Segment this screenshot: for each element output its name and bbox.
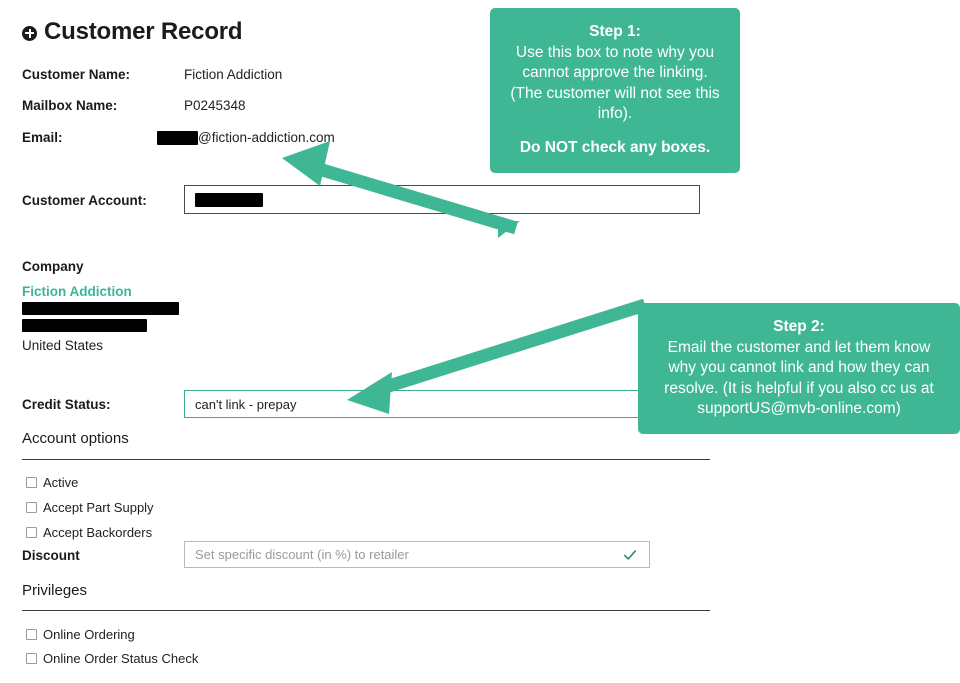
- customer-name-value: Fiction Addiction: [184, 67, 283, 82]
- callout-step-2-title: Step 2:: [773, 318, 825, 335]
- callout-step-2: Step 2: Email the customer and let them …: [638, 303, 960, 435]
- discount-placeholder: Set specific discount (in %) to retailer: [195, 547, 409, 562]
- checkbox-row-online-ordering[interactable]: Online Ordering: [26, 627, 135, 642]
- callout-step-1-emphasis: Do NOT check any boxes.: [519, 139, 711, 157]
- page-title-text: Customer Record: [44, 18, 243, 45]
- credit-status-label: Credit Status:: [22, 397, 111, 412]
- customer-account-label: Customer Account:: [22, 193, 147, 208]
- customer-account-redaction-bar: [195, 192, 263, 207]
- credit-status-input[interactable]: can't link - prepay: [184, 390, 700, 418]
- account-options-heading: Account options: [22, 430, 129, 447]
- company-address-redaction-bar-2: [22, 319, 147, 332]
- customer-name-label: Customer Name:: [22, 67, 131, 82]
- checkbox-accept-backorders-label: Accept Backorders: [43, 525, 153, 540]
- checkbox-online-order-status-check-label: Online Order Status Check: [43, 651, 199, 666]
- privileges-heading: Privileges: [22, 582, 88, 599]
- checkbox-online-order-status-check[interactable]: [26, 653, 37, 664]
- checkbox-active-label: Active: [43, 475, 79, 490]
- credit-status-value: can't link - prepay: [195, 396, 297, 412]
- company-name: Fiction Addiction: [22, 284, 132, 299]
- company-country: United States: [22, 338, 104, 353]
- email-value: @fiction-addiction.com: [157, 130, 335, 146]
- mailbox-name-value: P0245348: [184, 98, 246, 113]
- page-title: Customer Record: [22, 18, 243, 46]
- checkbox-row-online-order-status-check[interactable]: Online Order Status Check: [26, 651, 198, 666]
- callout-step-1: Step 1: Use this box to note why you can…: [490, 8, 740, 173]
- callout-step-1-body: Use this box to note why you cannot appr…: [510, 43, 720, 123]
- email-domain: @fiction-addiction.com: [198, 130, 335, 145]
- checkbox-active[interactable]: [26, 477, 37, 488]
- checkbox-online-ordering[interactable]: [26, 629, 37, 640]
- plus-circle-icon: [22, 25, 37, 41]
- discount-input[interactable]: Set specific discount (in %) to retailer: [184, 541, 650, 568]
- checkbox-accept-part-supply[interactable]: [26, 502, 37, 513]
- checkbox-row-accept-part-supply[interactable]: Accept Part Supply: [26, 500, 154, 515]
- email-label: Email:: [22, 130, 63, 145]
- checkbox-row-active[interactable]: Active: [26, 475, 78, 490]
- mailbox-name-label: Mailbox Name:: [22, 98, 118, 113]
- checkbox-online-ordering-label: Online Ordering: [43, 627, 135, 642]
- checkbox-row-accept-backorders[interactable]: Accept Backorders: [26, 525, 152, 540]
- company-heading: Company: [22, 259, 84, 274]
- customer-account-input[interactable]: [184, 185, 700, 214]
- callout-step-1-tail: [498, 221, 520, 238]
- checkbox-accept-part-supply-label: Accept Part Supply: [43, 500, 154, 515]
- checkbox-accept-backorders[interactable]: [26, 527, 37, 538]
- company-address-redaction-bar-1: [22, 302, 179, 315]
- email-redaction-bar: [157, 131, 198, 146]
- check-icon: [623, 549, 637, 560]
- account-options-divider: [22, 459, 710, 460]
- privileges-divider: [22, 610, 710, 611]
- callout-step-2-body: Email the customer and let them know why…: [664, 338, 934, 418]
- callout-step-1-title: Step 1:: [589, 23, 641, 40]
- discount-label: Discount: [22, 548, 80, 563]
